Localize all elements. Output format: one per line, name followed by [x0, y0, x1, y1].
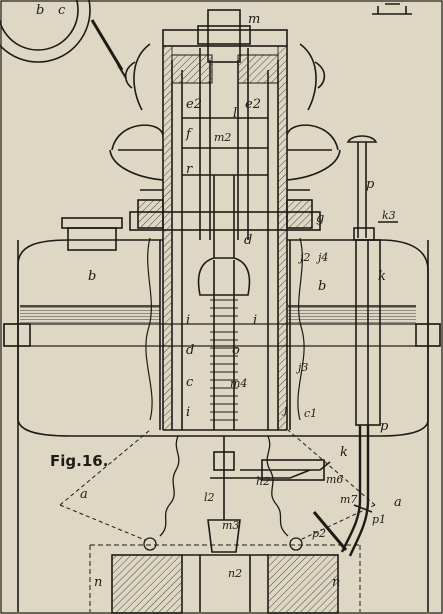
label-k-lower: k: [340, 445, 348, 460]
label-j3: j3: [298, 361, 309, 374]
oil-reservoir: [3, 237, 441, 437]
label-r: r: [186, 162, 193, 177]
label-p2: p2: [312, 527, 327, 540]
label-m7: m7: [340, 493, 358, 506]
regulator-rod: [312, 135, 398, 557]
burner-crown: [109, 43, 341, 191]
label-p-upper: p: [366, 177, 375, 192]
label-p-lower: p: [380, 419, 389, 434]
label-m4: m4: [230, 377, 248, 390]
label-c1: c1: [304, 407, 318, 420]
label-e2-left: e2: [186, 97, 202, 112]
label-m3: m3: [222, 519, 240, 532]
label-d-lower: d: [186, 343, 195, 358]
label-c: c: [186, 375, 194, 390]
label-b-right: b: [318, 279, 327, 294]
label-m6: m6: [326, 473, 344, 486]
label-k3: k3: [382, 209, 396, 222]
label-n2: n2: [228, 567, 243, 580]
label-o: o: [232, 343, 240, 358]
label-h2: h2: [256, 475, 271, 488]
wick-rack: [197, 175, 251, 430]
label-corner-b: b: [36, 3, 45, 18]
label-i-upper-right: i: [253, 313, 258, 328]
label-m2: m2: [214, 131, 232, 144]
label-l: l: [233, 106, 238, 121]
label-b-left: b: [88, 269, 97, 284]
label-g: g: [316, 211, 325, 226]
label-j: j: [284, 403, 288, 416]
detail-circle: [0, 0, 127, 79]
central-tube: [162, 9, 288, 431]
label-m: m: [248, 12, 261, 27]
label-i-upper-left: i: [186, 313, 191, 328]
label-f: f: [186, 127, 191, 142]
label-corner-c: c: [58, 3, 66, 18]
label-k-right: k: [378, 269, 386, 284]
label-j2: j2: [300, 251, 311, 264]
label-a-right: a: [394, 495, 402, 510]
label-i-lower: i: [186, 405, 191, 420]
label-l2: l2: [204, 491, 215, 504]
label-e2-right: e2: [245, 97, 261, 112]
label-j4: j4: [318, 251, 329, 264]
label-a-left: a: [80, 487, 88, 502]
label-d-upper: d: [244, 233, 253, 248]
label-n-left: n: [94, 575, 103, 590]
chains: [143, 435, 303, 551]
label-n-right: n: [332, 575, 341, 590]
label-p1: p1: [372, 513, 387, 526]
figure-label: Fig.16.: [50, 452, 109, 470]
